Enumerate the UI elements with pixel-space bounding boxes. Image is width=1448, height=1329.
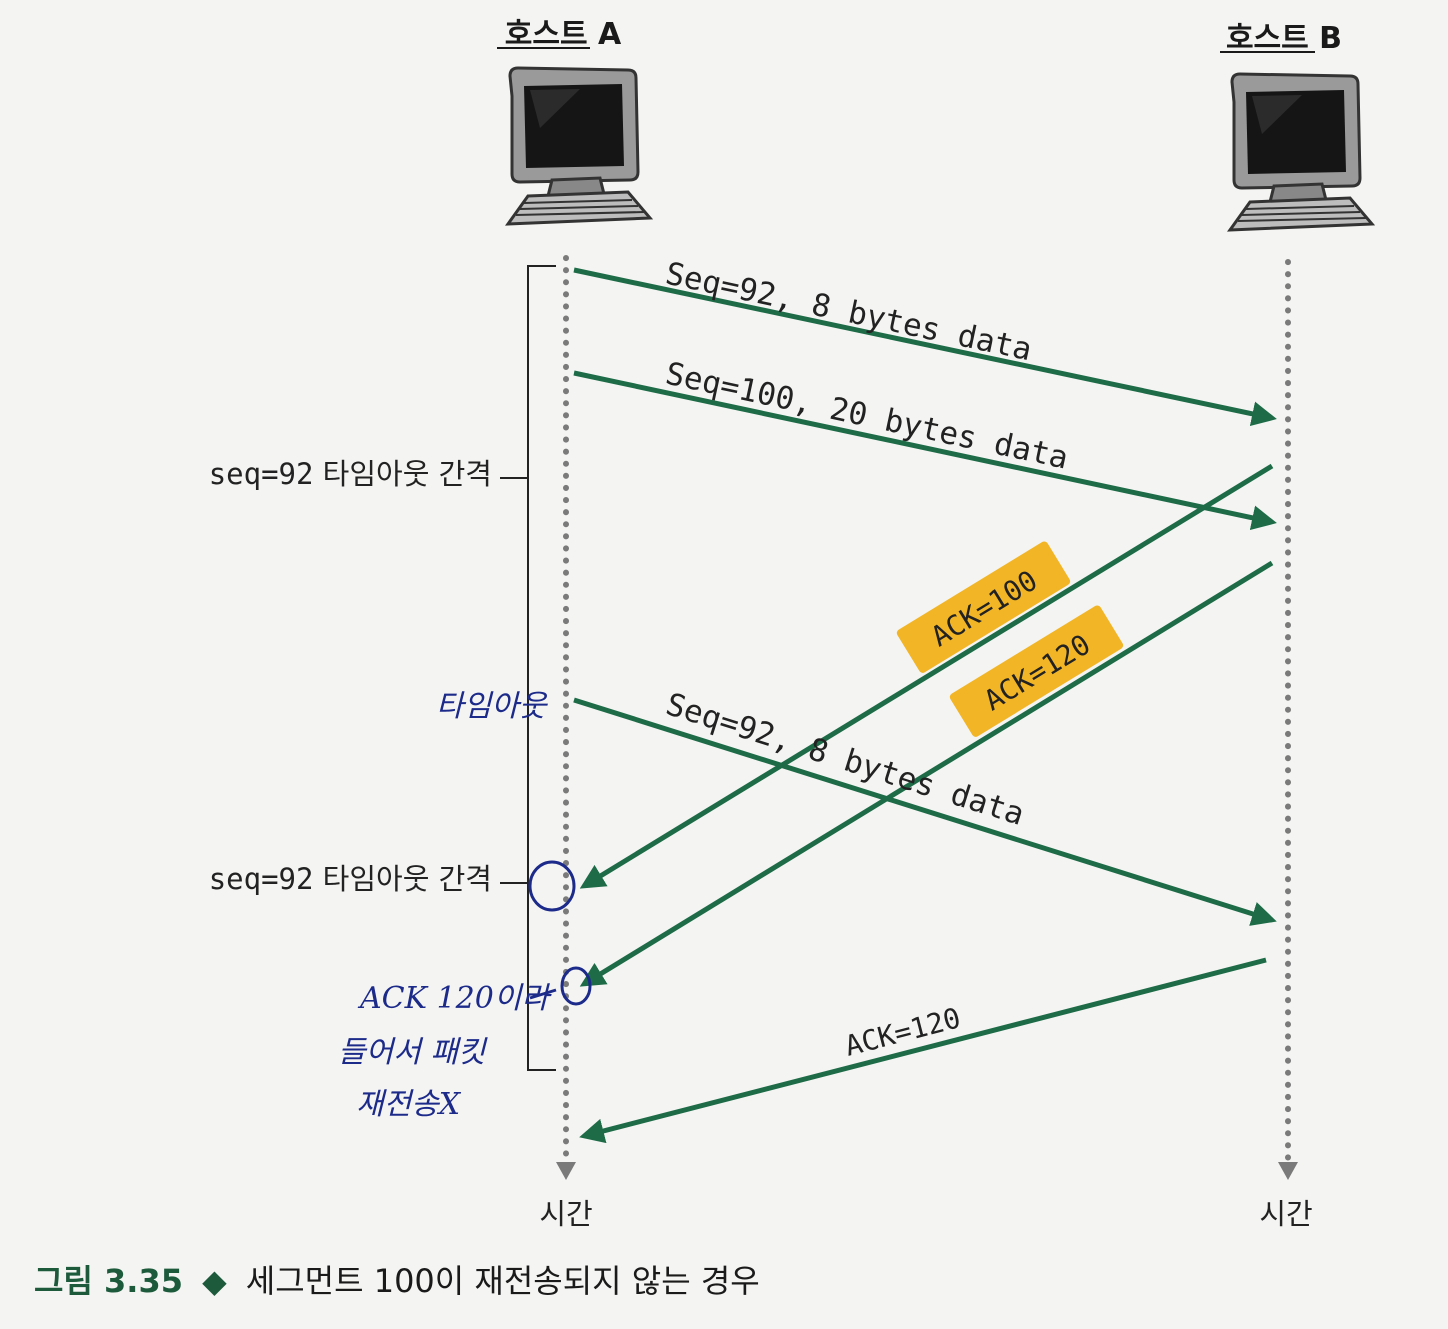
caption-text: 세그먼트 100이 재전송되지 않는 경우 <box>246 1262 760 1300</box>
segment-seq100-arrow <box>573 370 1277 531</box>
host-b-computer-icon <box>1228 72 1374 232</box>
host-a-label: 호스트 A <box>505 17 622 52</box>
handwritten-circle-2 <box>560 966 592 1006</box>
segment-seq92-arrow <box>573 267 1277 427</box>
handwritten-note-line3: 재전송X <box>356 1087 462 1122</box>
handwritten-note-line2: 들어서 패킷 <box>338 1035 488 1070</box>
caption-bullet-icon: ◆ <box>202 1262 227 1300</box>
ack120-arrow <box>579 560 1274 987</box>
segment-seq100-label: Seq=100, 20 bytes data <box>662 356 1071 477</box>
timeout-interval-bracket <box>527 265 556 1071</box>
handwritten-pointer <box>529 988 557 1000</box>
handwritten-note-line1: ACK 120이라 <box>357 981 552 1016</box>
figure-number: 그림 3.35 <box>34 1262 183 1300</box>
figure-caption: 그림 3.35 ◆ 세그먼트 100이 재전송되지 않는 경우 <box>34 1262 760 1300</box>
handwritten-circle-1 <box>528 860 576 912</box>
host-a-time-label: 시간 <box>539 1197 592 1231</box>
host-b-time-label: 시간 <box>1259 1197 1312 1231</box>
segment-seq92-label: Seq=92, 8 bytes data <box>662 256 1035 369</box>
handwritten-timeout: 타임아웃 <box>436 689 549 724</box>
host-b-timeline-arrow-icon <box>1278 1162 1298 1180</box>
host-a-computer-icon <box>506 66 652 226</box>
final-ack120-arrow <box>579 957 1267 1144</box>
retransmit-seq92-arrow <box>573 697 1277 926</box>
timeout-interval-label-2: seq=92 타임아웃 간격 <box>209 862 492 896</box>
timeout-interval-label-1: seq=92 타임아웃 간격 <box>209 457 492 491</box>
host-b-label: 호스트 B <box>1226 21 1342 56</box>
host-a-timeline-arrow-icon <box>556 1162 576 1180</box>
ack100-arrow <box>579 463 1274 889</box>
